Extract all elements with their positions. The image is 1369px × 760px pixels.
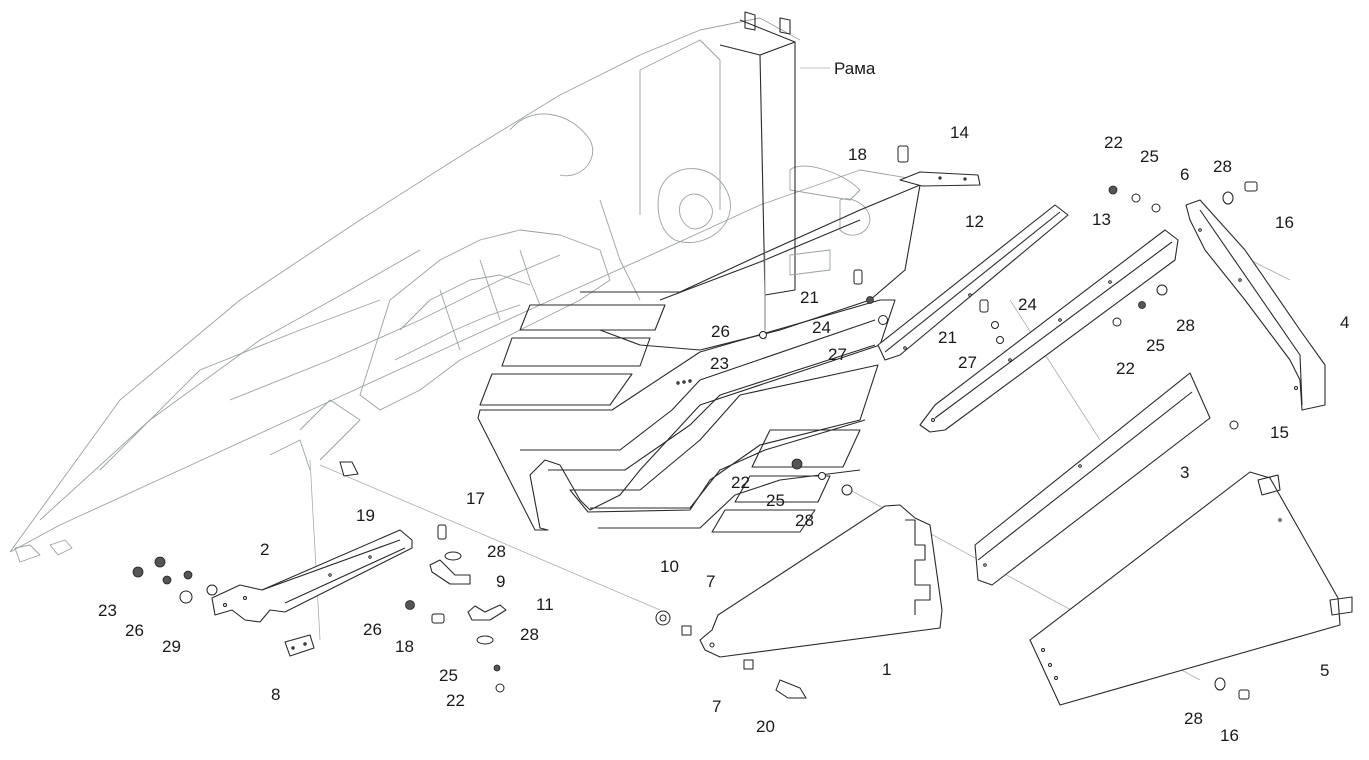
part-1-side-panel <box>699 504 943 658</box>
label-part-23-top: 23 <box>710 354 729 373</box>
label-part-22-bottom: 22 <box>446 691 465 710</box>
label-part-25-top: 25 <box>1140 147 1159 166</box>
label-part-26-mid: 26 <box>363 620 382 639</box>
label-part-15: 15 <box>1270 423 1289 442</box>
label-part-17: 17 <box>466 489 485 508</box>
label-part-18-top: 18 <box>848 145 867 164</box>
label-part-28-left-top: 28 <box>487 542 506 561</box>
label-part-22-panel: 22 <box>731 473 750 492</box>
label-part-7-bottom: 7 <box>712 697 721 716</box>
label-part-14: 14 <box>950 123 969 142</box>
part-9-bracket <box>429 559 471 585</box>
label-part-25-bottom: 25 <box>439 666 458 685</box>
label-part-28-mid: 28 <box>1176 316 1195 335</box>
part-4-bracket <box>1185 199 1326 411</box>
label-part-21-mid: 21 <box>938 328 957 347</box>
label-part-19: 19 <box>356 506 375 525</box>
label-part-22-top: 22 <box>1104 133 1123 152</box>
part-2-bracket <box>211 529 413 623</box>
label-part-28-bottom-right: 28 <box>1184 709 1203 728</box>
part-11-bracket <box>467 604 507 621</box>
label-frame: Рама <box>834 59 876 78</box>
label-part-1: 1 <box>882 660 891 679</box>
label-part-16-top: 16 <box>1275 213 1294 232</box>
fasteners <box>132 145 1258 700</box>
machine-frame-outline <box>9 11 921 563</box>
label-part-16-bottom: 16 <box>1220 726 1239 745</box>
part-13-strip <box>919 229 1179 433</box>
label-part-25-mid: 25 <box>1146 336 1165 355</box>
label-part-9: 9 <box>496 572 505 591</box>
shield-panel-17 <box>477 299 896 533</box>
label-part-6: 6 <box>1180 165 1189 184</box>
label-part-10: 10 <box>660 557 679 576</box>
label-part-27-mid: 27 <box>958 353 977 372</box>
label-part-24-mid: 24 <box>1018 295 1037 314</box>
label-part-27-top: 27 <box>828 345 847 364</box>
label-part-12: 12 <box>965 212 984 231</box>
label-part-13: 13 <box>1092 210 1111 229</box>
part-14-bracket <box>899 171 981 187</box>
label-part-3: 3 <box>1180 463 1189 482</box>
label-part-24-top: 24 <box>812 318 831 337</box>
label-part-20: 20 <box>756 717 775 736</box>
label-part-22-mid: 22 <box>1116 359 1135 378</box>
label-part-8: 8 <box>271 685 280 704</box>
label-part-28-panel: 28 <box>795 511 814 530</box>
part-5-side-panel <box>1029 471 1353 706</box>
label-part-2: 2 <box>260 540 269 559</box>
part-3-strip <box>974 372 1211 586</box>
label-part-23-left: 23 <box>98 601 117 620</box>
label-part-21-top: 21 <box>800 288 819 307</box>
label-part-7-top: 7 <box>706 572 715 591</box>
label-part-29: 29 <box>162 637 181 656</box>
part-8-plate <box>284 634 315 657</box>
label-part-5: 5 <box>1320 661 1329 680</box>
label-part-28-left-bottom: 28 <box>520 625 539 644</box>
label-part-26-top: 26 <box>711 322 730 341</box>
label-part-11: 11 <box>536 595 554 614</box>
label-part-25-panel: 25 <box>766 491 785 510</box>
label-part-18-bottom: 18 <box>395 637 414 656</box>
label-part-4: 4 <box>1340 313 1349 332</box>
label-part-26-left: 26 <box>125 621 144 640</box>
part-12-strip <box>877 204 1069 361</box>
part-labels: Рама 14 18 21 26 24 27 23 12 13 22 25 6 … <box>98 59 1349 745</box>
label-part-28-top: 28 <box>1213 157 1232 176</box>
